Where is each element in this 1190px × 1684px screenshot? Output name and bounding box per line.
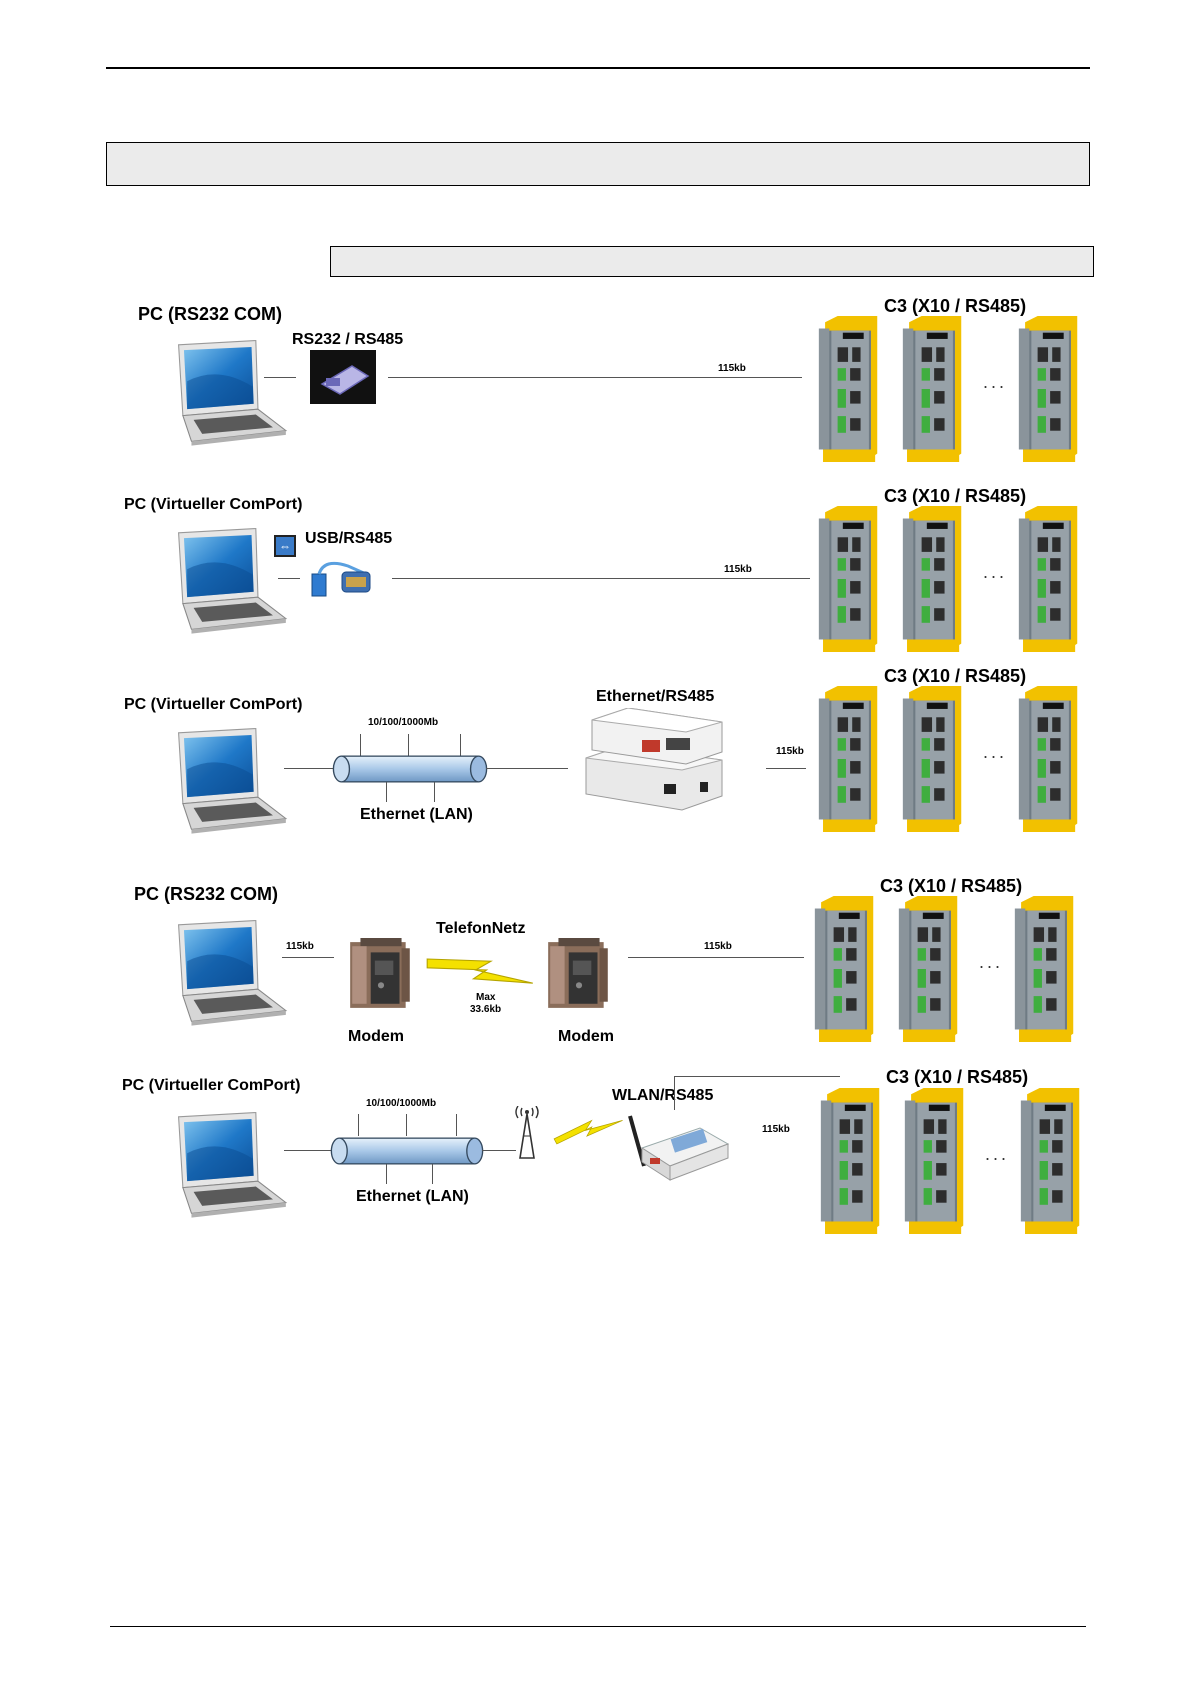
adapter-label: Ethernet/RS485 (596, 688, 715, 705)
bottom-rule (110, 1626, 1086, 1627)
lan-drop (456, 1114, 457, 1136)
lan-drop (460, 734, 461, 756)
adapter-label: WLAN/RS485 (612, 1087, 714, 1104)
drives-label: C3 (X10 / RS485) (884, 666, 1027, 686)
link-speed: 115kb (762, 1124, 790, 1135)
bus-line (674, 1076, 840, 1077)
bus-line (392, 578, 810, 579)
bus-riser (674, 1076, 675, 1110)
pc-label: PC (Virtueller ComPort) (124, 696, 303, 713)
usb-icon: ⇔ (274, 535, 296, 557)
lightning-icon (424, 948, 536, 992)
link-speed: 115kb (724, 564, 752, 575)
drives-label: C3 (X10 / RS485) (880, 876, 1023, 896)
lan-drop (406, 1114, 407, 1136)
lan-drop (434, 782, 435, 802)
lan-drop (386, 782, 387, 802)
c3-drive-icon (808, 896, 878, 1042)
modem-icon (548, 938, 610, 1012)
link-speed: 115kb (776, 746, 804, 757)
pc-wire (264, 377, 296, 378)
c3-drive-icon (1012, 506, 1082, 652)
c3-drive-icon (1012, 316, 1082, 462)
rs232-rs485-adapter-icon (310, 350, 376, 404)
wifi-antenna-icon (515, 1106, 539, 1159)
ellipsis: ... (983, 372, 1008, 392)
lightning-icon (548, 1097, 628, 1161)
c3-drive-icon (1014, 1088, 1084, 1234)
lan-drop (360, 734, 361, 756)
ellipsis: ... (979, 952, 1004, 972)
lan-drop (358, 1114, 359, 1136)
pc-wire (284, 1150, 334, 1151)
drives-label: C3 (X10 / RS485) (884, 486, 1027, 506)
ethernet-rs485-server-icon (582, 707, 732, 817)
adapter-label: USB/RS485 (305, 530, 393, 547)
c3-drive-icon (1012, 686, 1082, 832)
usb-rs485-cable-icon (308, 556, 380, 605)
pc-speed: 115kb (286, 941, 314, 952)
c3-drive-icon (812, 686, 882, 832)
lan-label: Ethernet (LAN) (360, 806, 473, 823)
bus-line (628, 957, 804, 958)
lan-pipe-icon (328, 1136, 486, 1166)
c3-drive-icon (898, 1088, 968, 1234)
modem-icon (350, 938, 412, 1012)
ellipsis: ... (983, 742, 1008, 762)
c3-drive-icon (896, 686, 966, 832)
c3-drive-icon (814, 1088, 884, 1234)
link-speed: 115kb (704, 941, 732, 952)
top-rule (106, 67, 1090, 69)
link-speed: 115kb (718, 363, 746, 374)
c3-drive-icon (896, 506, 966, 652)
lan-label: Ethernet (LAN) (356, 1188, 469, 1205)
lan-to-adapter-wire (486, 768, 568, 769)
lan-drop (432, 1164, 433, 1184)
laptop-icon (170, 526, 288, 634)
pc-wire (284, 768, 336, 769)
modem-label: Modem (558, 1028, 614, 1045)
wlan-rs485-server-icon (620, 1108, 730, 1189)
pc-label: PC (RS232 COM) (138, 304, 283, 324)
lan-drop (408, 734, 409, 756)
lan-to-ap-wire (482, 1150, 516, 1151)
laptop-icon (170, 1110, 288, 1218)
drives-label: C3 (X10 / RS485) (886, 1067, 1029, 1087)
max-label: Max (476, 992, 496, 1003)
c3-drive-icon (812, 506, 882, 652)
lan-pipe-icon (330, 754, 490, 784)
ellipsis: ... (983, 562, 1008, 582)
lan-drop (386, 1164, 387, 1184)
drives-label: C3 (X10 / RS485) (884, 296, 1027, 316)
pc-label: PC (Virtueller ComPort) (124, 496, 303, 513)
modem-label: Modem (348, 1028, 404, 1045)
laptop-icon (170, 338, 288, 446)
ellipsis: ... (985, 1144, 1010, 1164)
subsection-box (330, 246, 1094, 277)
lan-speed: 10/100/1000Mb (368, 717, 439, 728)
pc-label: PC (RS232 COM) (134, 884, 279, 904)
bus-line (388, 377, 802, 378)
adapter-label: RS232 / RS485 (292, 331, 404, 348)
c3-drive-icon (892, 896, 962, 1042)
section-header-box (106, 142, 1090, 186)
c3-drive-icon (812, 316, 882, 462)
pc-wire (278, 578, 300, 579)
lan-speed: 10/100/1000Mb (366, 1098, 437, 1109)
bus-line (766, 768, 806, 769)
max-speed: 33.6kb (470, 1004, 502, 1015)
laptop-icon (170, 726, 288, 834)
pc-label: PC (Virtueller ComPort) (122, 1077, 301, 1094)
laptop-icon (170, 918, 288, 1026)
c3-drive-icon (896, 316, 966, 462)
network-label: TelefonNetz (436, 920, 526, 937)
c3-drive-icon (1008, 896, 1078, 1042)
pc-wire (282, 957, 334, 958)
